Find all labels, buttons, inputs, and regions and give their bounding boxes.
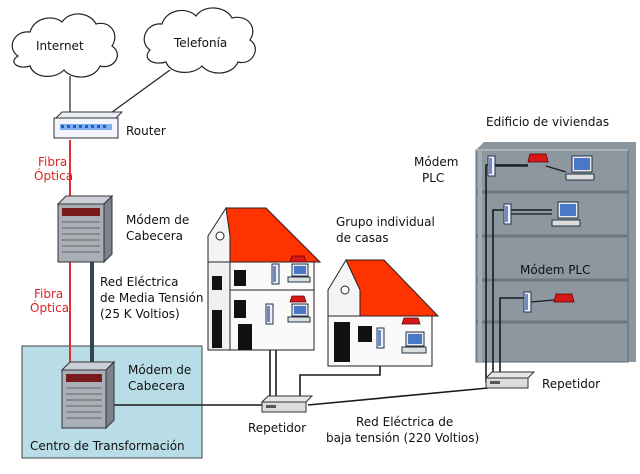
telefonia-label: Telefonía <box>173 36 227 50</box>
modem-cabecera-bottom-line1: Módem de <box>128 363 191 377</box>
telephone-icon <box>401 317 421 325</box>
computer-icon <box>287 263 311 283</box>
modem-plc-top-line2: PLC <box>422 171 444 185</box>
optica-label-top: Óptica <box>34 168 73 183</box>
edificio-label: Edificio de viviendas <box>486 115 609 129</box>
plc-modem-single-house-icon <box>376 327 385 349</box>
repeater-right-icon <box>484 371 536 389</box>
router-label: Router <box>126 124 166 138</box>
optica-label-mid: Óptica <box>30 300 69 315</box>
grupo-casas-line1: Grupo individual <box>336 215 435 229</box>
headend-modem-bottom-icon <box>60 360 116 430</box>
modem-cabecera-top-line2: Cabecera <box>126 229 183 243</box>
router-icon <box>53 111 124 139</box>
computer-icon <box>401 331 427 354</box>
internet-label: Internet <box>36 39 84 53</box>
telephone-icon <box>289 295 307 303</box>
centro-transformacion-label: Centro de Transformación <box>30 439 185 453</box>
computer-icon <box>287 303 311 323</box>
telephone-icon <box>289 255 307 263</box>
repetidor-left-label: Repetidor <box>248 421 306 435</box>
apartment-building <box>475 142 636 363</box>
computer-icon <box>551 201 581 227</box>
grupo-casas-line2: de casas <box>336 231 389 245</box>
plc-modem-building-top-icon <box>487 155 496 177</box>
telephone-icon <box>527 153 549 163</box>
telefonia-cloud-icon <box>143 7 256 74</box>
computer-icon <box>565 155 595 181</box>
plc-modem-building-mid-icon <box>503 203 512 225</box>
plc-modem-house-lower-icon <box>265 303 274 325</box>
plc-modem-building-bottom-icon <box>523 291 532 313</box>
modem-plc-top-line1: Módem <box>414 155 458 169</box>
repeater-left-icon <box>260 395 314 413</box>
repetidor-right-label: Repetidor <box>542 377 600 391</box>
red-media-line2: de Media Tensión <box>100 291 203 305</box>
red-baja-line2: baja tensión (220 Voltios) <box>326 431 479 445</box>
modem-cabecera-top-line1: Módem de <box>126 213 189 227</box>
modem-plc-mid-label: Módem PLC <box>520 263 591 277</box>
red-media-line1: Red Eléctrica <box>100 275 178 289</box>
red-media-line3: (25 K Voltios) <box>100 307 180 321</box>
telephone-icon <box>553 293 575 303</box>
fibra-label-top: Fibra <box>38 155 67 169</box>
low-voltage-network <box>110 164 552 406</box>
plc-modem-house-upper-icon <box>271 263 280 285</box>
red-baja-line1: Red Eléctrica de <box>356 415 453 429</box>
fibra-label-mid: Fibra <box>34 287 63 301</box>
headend-modem-top-icon <box>56 194 114 264</box>
internet-cloud-icon <box>11 13 118 78</box>
modem-cabecera-bottom-line2: Cabecera <box>128 379 185 393</box>
